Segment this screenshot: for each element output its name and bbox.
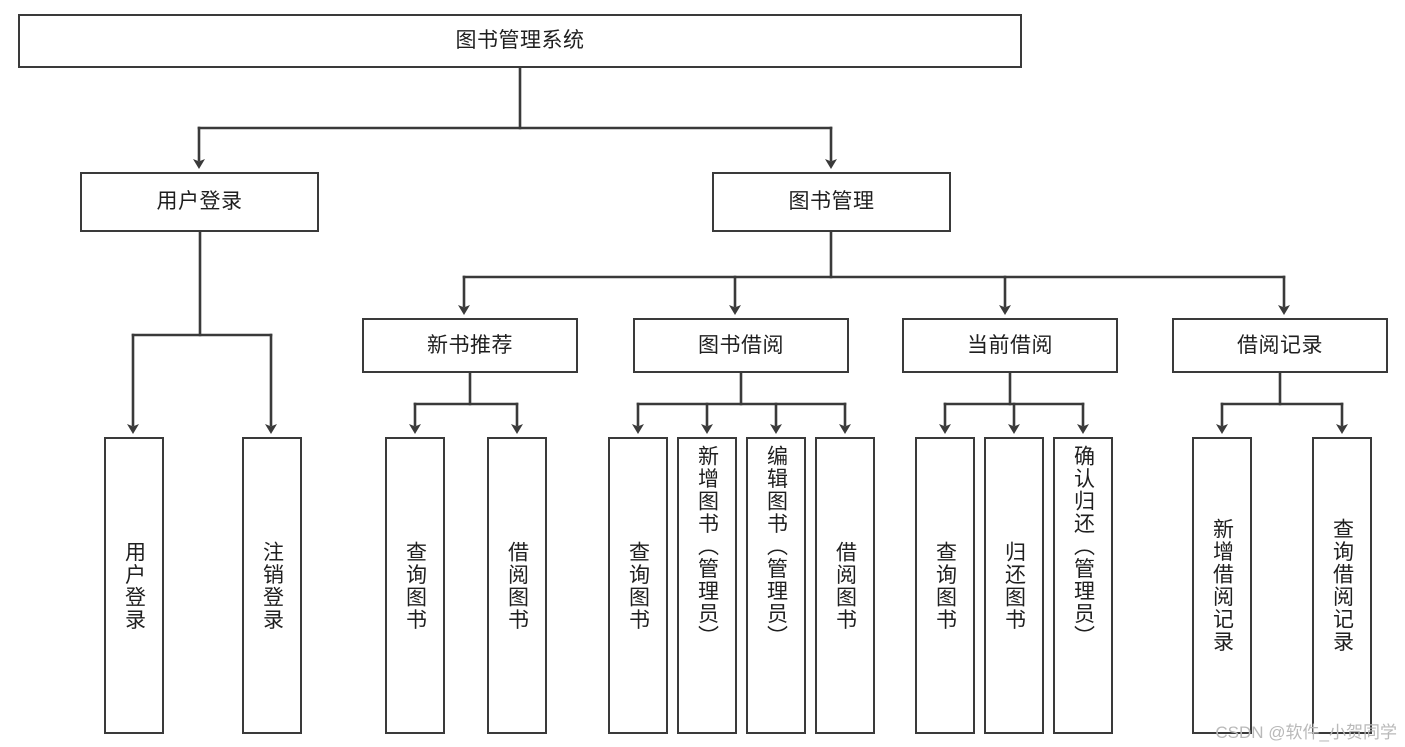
leaf-query-book-current-label: 查询图书 xyxy=(933,540,957,631)
leaf-borrow-book-recommend-label: 借阅图书 xyxy=(505,540,529,631)
node-borrow-record[interactable]: 借阅记录 xyxy=(1172,318,1388,373)
leaf-query-book-recommend[interactable]: 查询图书 xyxy=(385,437,445,734)
node-current-borrow-label: 当前借阅 xyxy=(967,333,1053,357)
leaf-query-book-borrow[interactable]: 查询图书 xyxy=(608,437,668,734)
leaf-edit-book-admin[interactable]: 编辑图书（管理员） xyxy=(746,437,806,734)
csdn-watermark: CSDN @软件_小贺同学 xyxy=(1215,723,1397,742)
node-book-borrow-label: 图书借阅 xyxy=(698,333,784,357)
node-root[interactable]: 图书管理系统 xyxy=(18,14,1022,68)
leaf-query-borrow-record[interactable]: 查询借阅记录 xyxy=(1312,437,1372,734)
leaf-user-login[interactable]: 用户登录 xyxy=(104,437,164,734)
node-user-login[interactable]: 用户登录 xyxy=(80,172,319,232)
leaf-query-book-current[interactable]: 查询图书 xyxy=(915,437,975,734)
leaf-borrow-book-recommend[interactable]: 借阅图书 xyxy=(487,437,547,734)
node-borrow-record-label: 借阅记录 xyxy=(1237,333,1323,357)
leaf-query-borrow-record-label: 查询借阅记录 xyxy=(1330,518,1354,653)
node-new-book-recommend-label: 新书推荐 xyxy=(427,333,513,357)
leaf-edit-book-admin-label: 编辑图书（管理员） xyxy=(764,445,788,648)
leaf-borrow-book-label: 借阅图书 xyxy=(833,540,857,631)
node-book-borrow[interactable]: 图书借阅 xyxy=(633,318,849,373)
leaf-add-borrow-record-label: 新增借阅记录 xyxy=(1210,518,1234,653)
node-root-label: 图书管理系统 xyxy=(455,29,585,53)
leaf-add-book-admin[interactable]: 新增图书（管理员） xyxy=(677,437,737,734)
leaf-return-book[interactable]: 归还图书 xyxy=(984,437,1044,734)
node-user-login-label: 用户登录 xyxy=(156,190,243,214)
leaf-query-book-recommend-label: 查询图书 xyxy=(403,540,427,631)
leaf-query-book-borrow-label: 查询图书 xyxy=(626,540,650,631)
node-current-borrow[interactable]: 当前借阅 xyxy=(902,318,1118,373)
leaf-logout[interactable]: 注销登录 xyxy=(242,437,302,734)
leaf-confirm-return-admin-label: 确认归还（管理员） xyxy=(1071,445,1095,648)
node-book-management[interactable]: 图书管理 xyxy=(712,172,951,232)
leaf-confirm-return-admin[interactable]: 确认归还（管理员） xyxy=(1053,437,1113,734)
leaf-borrow-book[interactable]: 借阅图书 xyxy=(815,437,875,734)
leaf-return-book-label: 归还图书 xyxy=(1002,540,1026,631)
node-book-management-label: 图书管理 xyxy=(788,190,875,214)
node-new-book-recommend[interactable]: 新书推荐 xyxy=(362,318,578,373)
leaf-add-book-admin-label: 新增图书（管理员） xyxy=(695,445,719,648)
leaf-add-borrow-record[interactable]: 新增借阅记录 xyxy=(1192,437,1252,734)
leaf-logout-label: 注销登录 xyxy=(260,540,284,631)
leaf-user-login-label: 用户登录 xyxy=(122,540,146,631)
